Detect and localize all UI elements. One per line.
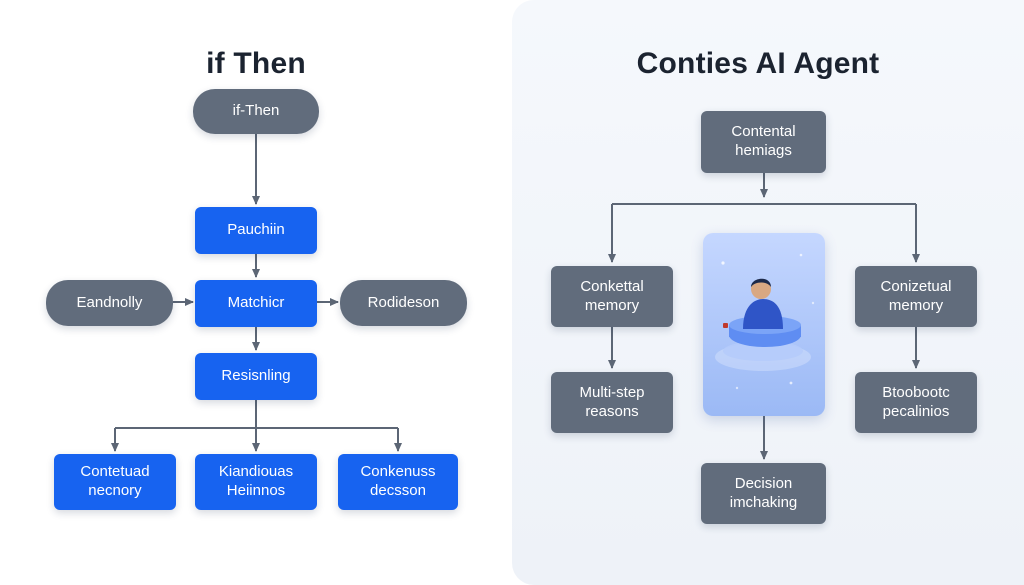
- node-contetuad: Contetuad necnory: [54, 454, 176, 510]
- node-conizetual-label: Conizetual memory: [880, 277, 952, 314]
- node-pauchiin: Pauchiin: [195, 207, 317, 254]
- node-eandnolly: Eandnolly: [46, 280, 173, 326]
- node-conkenuss-label: Conkenuss decsson: [360, 463, 436, 499]
- node-conkettal-label: Conkettal memory: [580, 277, 644, 314]
- node-conkettal: Conkettal memory: [551, 266, 673, 327]
- node-rodideson: Rodideson: [340, 280, 467, 326]
- left-diagram-title: if Then: [206, 47, 306, 80]
- node-pauchiin-label: Pauchiin: [227, 221, 285, 239]
- node-matchicr-label: Matchicr: [227, 294, 285, 312]
- node-matchicr: Matchicr: [195, 280, 317, 327]
- node-if-then: if-Then: [193, 89, 319, 134]
- node-kiandiouas-label: Kiandiouas Heiinnos: [218, 463, 294, 499]
- node-decision-label: Decision imchaking: [729, 474, 798, 511]
- node-multistep: Multi-step reasons: [551, 372, 673, 433]
- node-eandnolly-label: Eandnolly: [76, 293, 143, 311]
- node-btoobootc: Btoobootc pecalinios: [855, 372, 977, 433]
- node-decision: Decision imchaking: [701, 463, 826, 524]
- node-multistep-label: Multi-step reasons: [579, 383, 645, 420]
- ai-agent-illustration: [703, 233, 825, 416]
- ai-agent-figure-icon: [715, 253, 815, 390]
- node-contental-label: Contental hemiags: [731, 123, 796, 159]
- node-contetuad-label: Contetuad necnory: [80, 463, 150, 499]
- node-contental: Contental hemiags: [701, 111, 826, 173]
- node-resisnling-label: Resisnling: [221, 367, 291, 385]
- node-rodideson-label: Rodideson: [367, 293, 440, 311]
- node-resisnling: Resisnling: [195, 353, 317, 400]
- node-conkenuss: Conkenuss decsson: [338, 454, 458, 510]
- node-if-then-label: if-Then: [232, 102, 280, 120]
- node-conizetual: Conizetual memory: [855, 266, 977, 327]
- right-diagram-title: Conties AI Agent: [636, 47, 880, 80]
- node-kiandiouas: Kiandiouas Heiinnos: [195, 454, 317, 510]
- node-btoobootc-label: Btoobootc pecalinios: [882, 383, 950, 420]
